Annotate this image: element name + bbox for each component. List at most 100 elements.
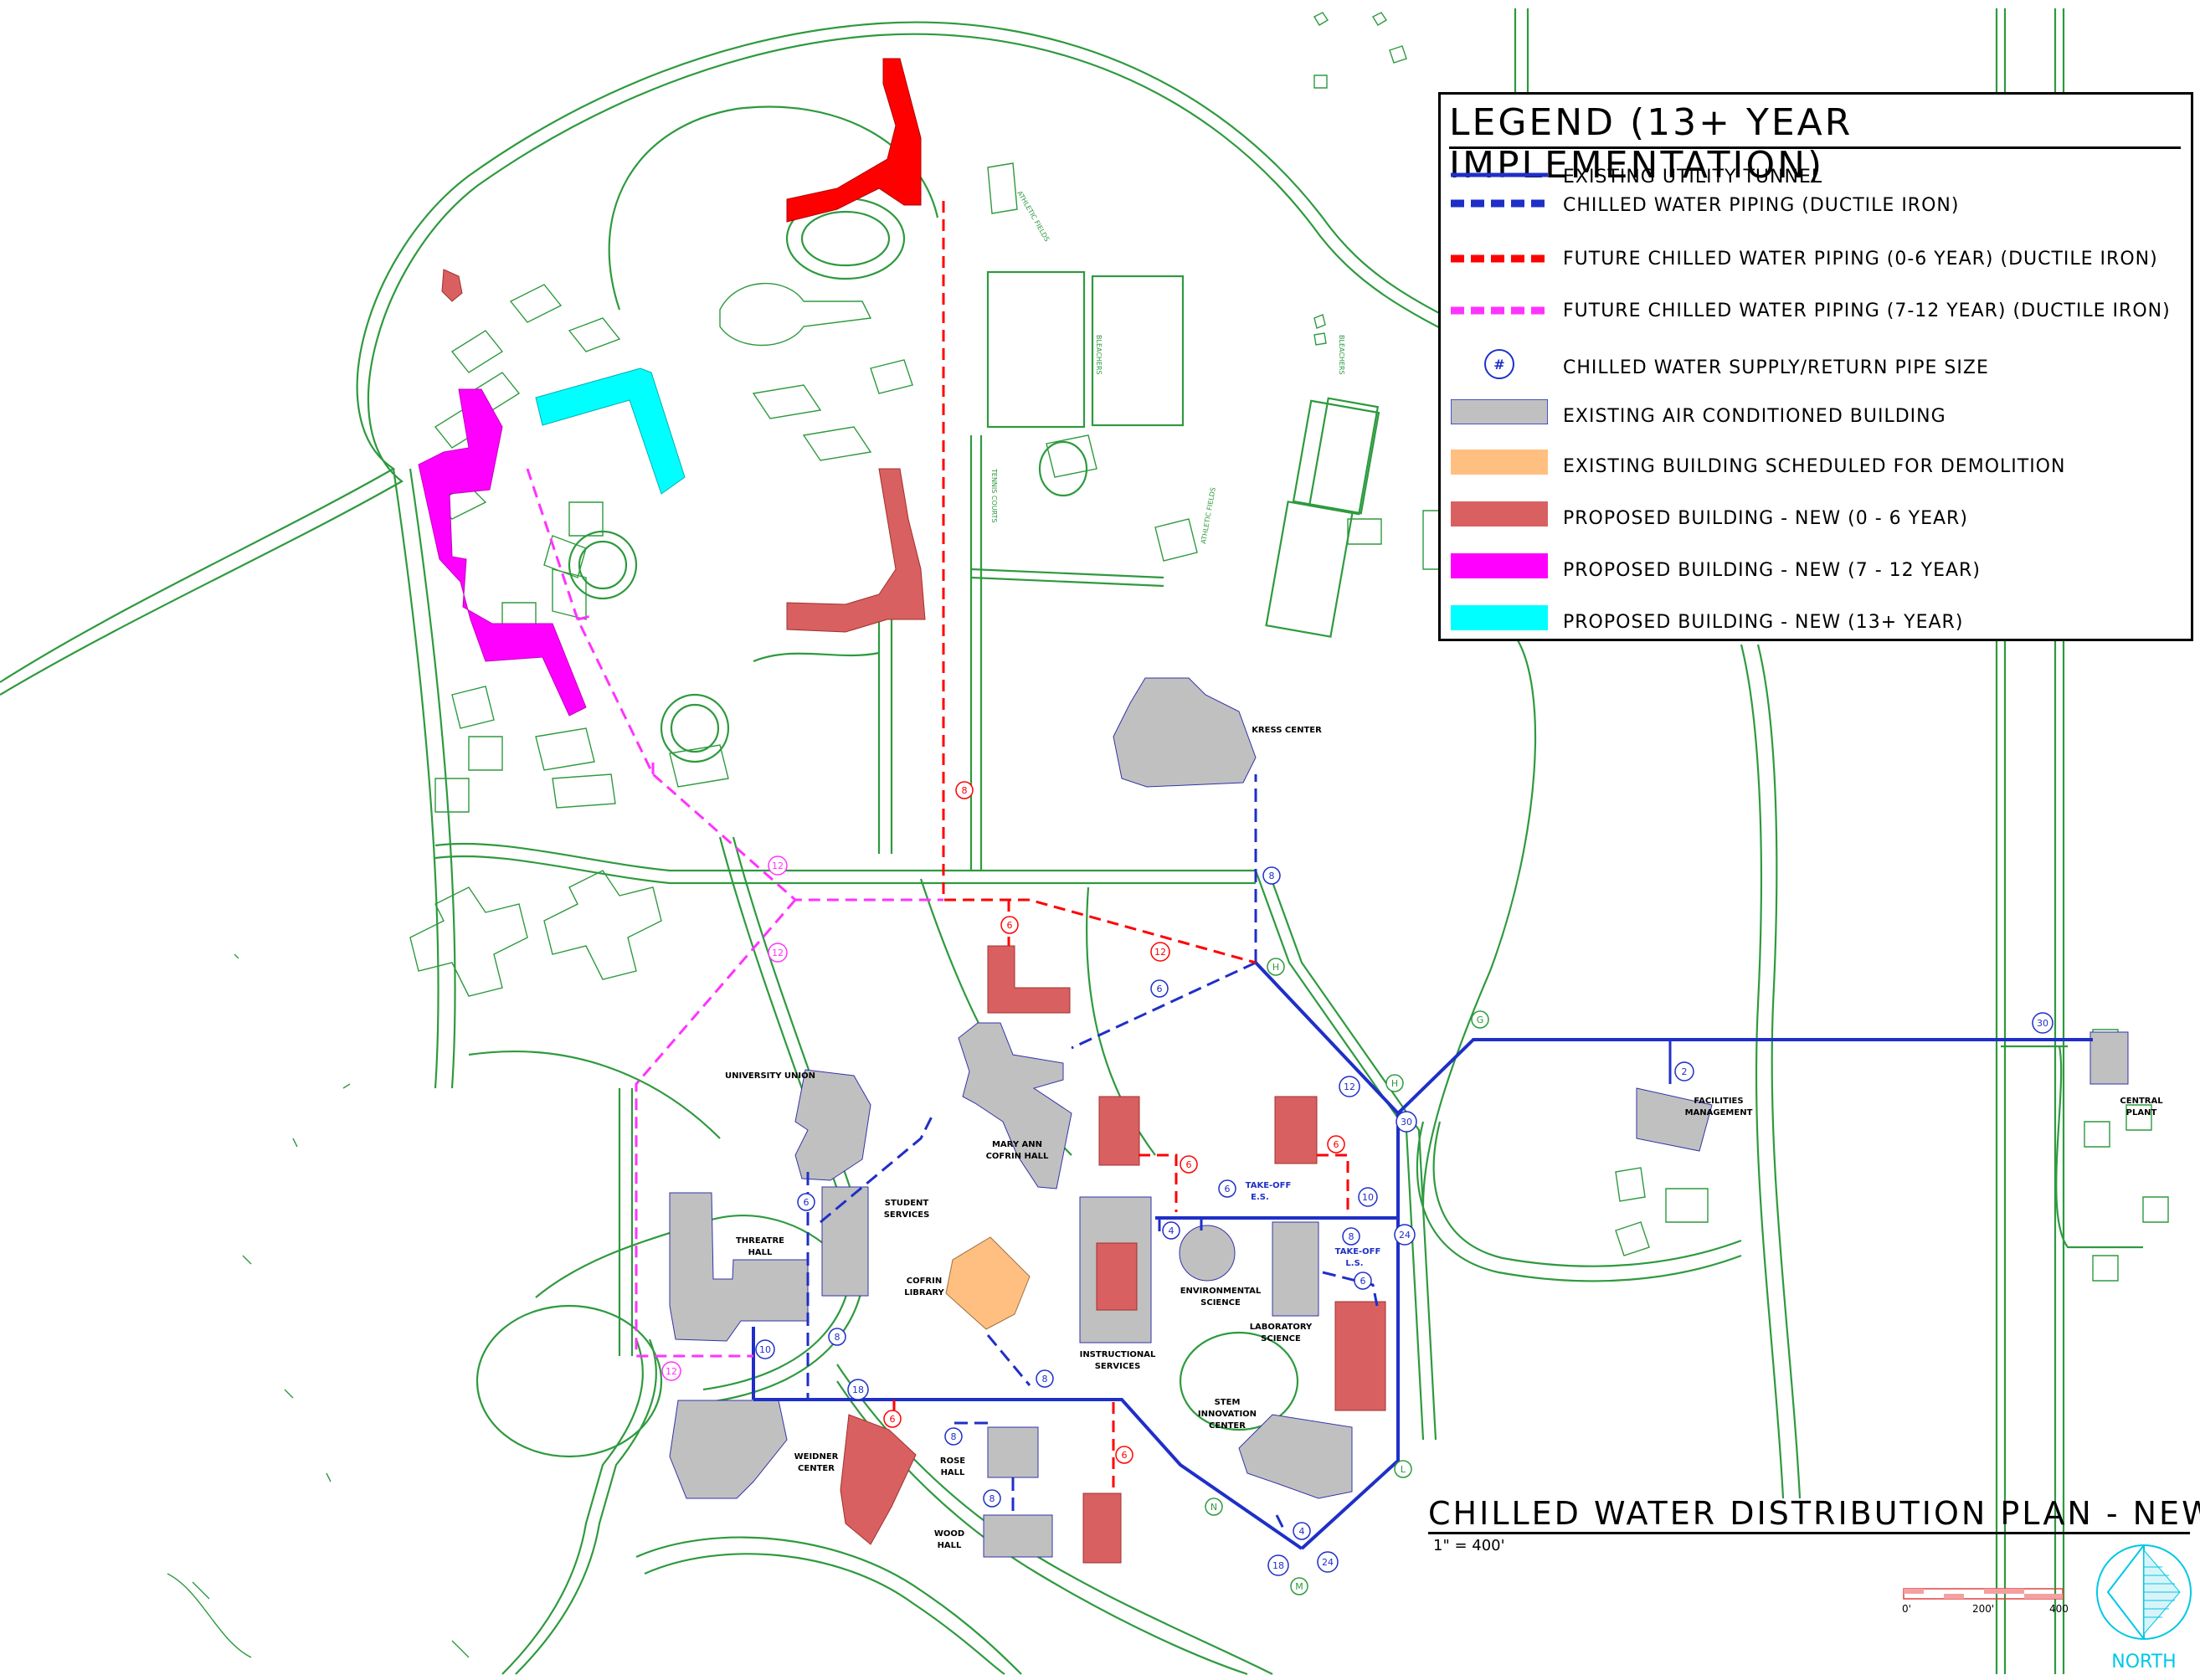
label-env-1: ENVIRONMENTAL [1180, 1287, 1262, 1296]
plan-title-rule [1428, 1532, 2190, 1534]
label-student-1: STUDENT [885, 1199, 929, 1208]
pipe-size-marker: 8 [944, 1427, 963, 1446]
cyan-fill-swatch-icon [1451, 605, 1548, 630]
pipe-size-marker: 6 [1327, 1135, 1345, 1153]
pipe-size-marker: 8 [828, 1328, 846, 1346]
svg-text:2: 2 [1682, 1066, 1688, 1077]
road-marker: N [1205, 1498, 1223, 1516]
label-env-2: SCIENCE [1200, 1298, 1241, 1308]
label-takeoff-ls-1: TAKE-OFF [1335, 1247, 1381, 1256]
pipe-size-marker: 6 [1150, 979, 1169, 998]
svg-text:H: H [1391, 1078, 1398, 1089]
road-marker: M [1290, 1577, 1308, 1595]
pipe-size-marker: 12 [768, 855, 788, 876]
weidner-center-bldg [669, 1400, 788, 1499]
pipe-size-marker: 30 [2032, 1012, 2054, 1034]
svg-text:H: H [1272, 962, 1279, 973]
svg-text:24: 24 [1399, 1230, 1411, 1241]
proposed-building-0-6-e [1274, 1096, 1318, 1164]
pipe-size-marker: 8 [1262, 866, 1281, 885]
legend-item-label: CHILLED WATER SUPPLY/RETURN PIPE SIZE [1563, 357, 1989, 378]
north-label: NORTH [2111, 1652, 2176, 1672]
legend-title: LEGEND (13+ YEAR IMPLEMENTATION) [1449, 101, 1853, 187]
solid-blue-line-icon [1451, 172, 1548, 177]
pipe-size-marker: 6 [1218, 1179, 1236, 1198]
svg-text:6: 6 [1334, 1139, 1339, 1150]
environmental-science-bldg [1179, 1225, 1236, 1282]
svg-text:30: 30 [2037, 1018, 2048, 1029]
svg-text:12: 12 [772, 861, 784, 871]
svg-text:6: 6 [1186, 1159, 1192, 1170]
label-rose-2: HALL [941, 1468, 965, 1477]
plan-title: CHILLED WATER DISTRIBUTION PLAN - NEW [1428, 1495, 2200, 1532]
label-kress-1: KRESS CENTER [1252, 726, 1322, 735]
svg-text:L: L [1401, 1464, 1406, 1475]
label-union: UNIVERSITY UNION [725, 1071, 815, 1081]
pipe-size-marker: 12 [768, 943, 788, 963]
rose-hall-bldg [987, 1426, 1039, 1478]
svg-text:8: 8 [835, 1332, 840, 1343]
road-marker: G [1471, 1010, 1489, 1029]
proposed-infill-instructional [1096, 1242, 1138, 1311]
cofrin-hall-bldg [958, 1022, 1072, 1189]
legend-item-proposed-0-6: PROPOSED BUILDING - NEW (0 - 6 YEAR) [1451, 498, 2187, 532]
building-labels: KRESS CENTER UNIVERSITY UNION MARY ANN C… [725, 726, 2163, 1550]
legend-title-rule [1449, 146, 2181, 149]
label-wood-2: HALL [938, 1541, 962, 1550]
pipe-size-marker: 6 [1000, 916, 1019, 934]
label-bleachers-1: BLEACHERS [1095, 335, 1103, 375]
svg-text:#: # [1493, 357, 1504, 372]
legend-item-label: PROPOSED BUILDING - NEW (0 - 6 YEAR) [1563, 508, 1968, 529]
legend-item-label: PROPOSED BUILDING - NEW (13+ YEAR) [1563, 612, 1964, 633]
svg-text:G: G [1477, 1015, 1484, 1025]
label-athletic-fields-north: ATHLETIC FIELDS [1015, 190, 1051, 244]
svg-text:M: M [1295, 1581, 1303, 1592]
legend-item-pipe-size: # CHILLED WATER SUPPLY/RETURN PIPE SIZE [1451, 346, 2187, 379]
label-central-1: CENTRAL [2120, 1097, 2163, 1106]
legend-item-label: EXISTING BUILDING SCHEDULED FOR DEMOLITI… [1563, 456, 2066, 477]
pipe-size-marker: 8 [1342, 1227, 1360, 1246]
cofrin-library-demolition [945, 1236, 1031, 1330]
pipe-size-marker: 8 [983, 1489, 1001, 1508]
laboratory-science-bldg [1272, 1221, 1319, 1317]
pipe-size-marker: 6 [1180, 1155, 1198, 1174]
label-instr-2: SERVICES [1095, 1362, 1141, 1371]
proposed-building-0-6-c [987, 945, 1071, 1014]
svg-text:18: 18 [1272, 1560, 1284, 1571]
label-bleachers-2: BLEACHERS [1338, 335, 1345, 375]
svg-text:6: 6 [1225, 1184, 1231, 1194]
svg-text:8: 8 [951, 1431, 957, 1442]
svg-text:6: 6 [1360, 1276, 1366, 1287]
plan-scale-text: 1" = 400' [1433, 1537, 1505, 1554]
proposed-building-0-6-f [1334, 1301, 1386, 1411]
legend-item-label: FUTURE CHILLED WATER PIPING (7-12 YEAR) … [1563, 301, 2171, 321]
label-rose-1: ROSE [940, 1457, 965, 1466]
stem-center-bldg [1238, 1414, 1353, 1499]
svg-text:4: 4 [1299, 1526, 1305, 1537]
label-facilities-2: MANAGEMENT [1685, 1108, 1753, 1117]
label-facilities-1: FACILITIES [1694, 1097, 1743, 1106]
road-marker: H [1385, 1074, 1404, 1092]
dashed-red-line-icon [1451, 254, 1548, 263]
svg-text:12: 12 [772, 948, 784, 958]
legend-item-future-7-12: FUTURE CHILLED WATER PIPING (7-12 YEAR) … [1451, 295, 2187, 329]
legend-item-label: EXISTING UTILITY TUNNEL [1563, 167, 1823, 188]
label-weidner-1: WEIDNER [794, 1452, 839, 1462]
legend-item-proposed-7-12: PROPOSED BUILDING - NEW (7 - 12 YEAR) [1451, 550, 2187, 583]
label-wood-1: WOOD [934, 1529, 964, 1539]
road-marker: L [1394, 1460, 1412, 1478]
proposed-building-0-6-b [441, 269, 463, 302]
scale-label-200: 200' [1972, 1603, 1994, 1615]
kress-center-bldg [1113, 677, 1257, 788]
facilities-bldg [1636, 1087, 1713, 1152]
scale-label-400: 400' [2049, 1603, 2068, 1615]
proposed-building-0-6-a [786, 468, 926, 633]
legend-item-chilled-water: CHILLED WATER PIPING (DUCTILE IRON) [1451, 190, 2187, 223]
legend-item-demolition: EXISTING BUILDING SCHEDULED FOR DEMOLITI… [1451, 446, 2187, 480]
svg-text:12: 12 [1344, 1081, 1355, 1092]
proposed-building-0-6-h [1082, 1492, 1122, 1564]
svg-text:12: 12 [1154, 947, 1166, 958]
pipe-size-marker: 24 [1394, 1224, 1416, 1246]
svg-text:8: 8 [1042, 1374, 1048, 1385]
orange-fill-swatch-icon [1451, 450, 1548, 475]
